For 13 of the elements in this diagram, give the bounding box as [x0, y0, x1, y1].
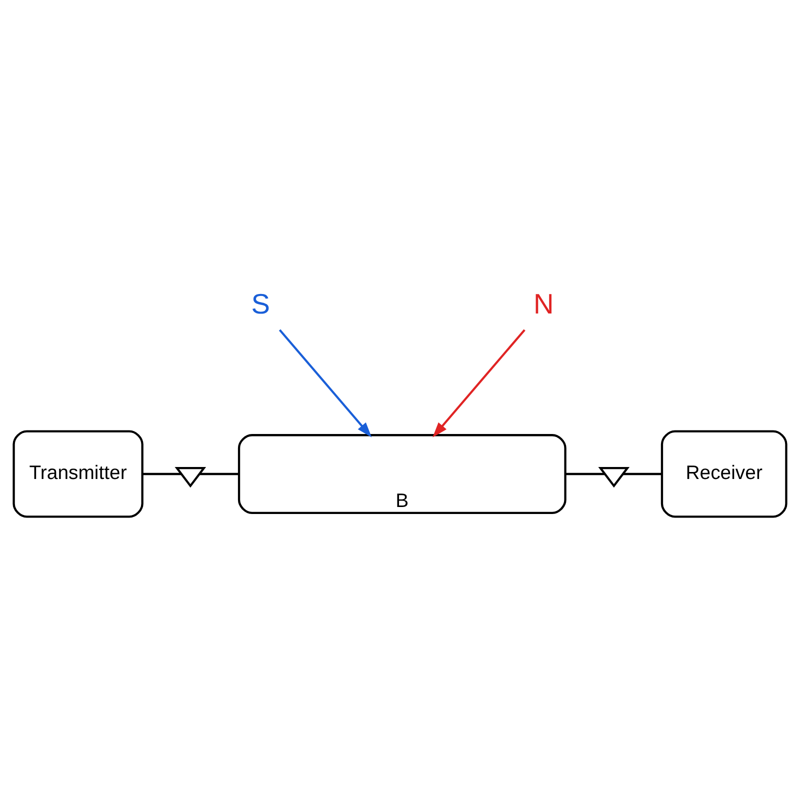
node-antenna	[598, 466, 630, 488]
node-text: S	[251, 288, 270, 320]
node-box: B	[238, 434, 566, 514]
arrow	[278, 329, 372, 438]
node-text: N	[534, 288, 554, 320]
node-box: Receiver	[660, 430, 788, 518]
node-antenna	[174, 466, 206, 488]
node-box: Transmitter	[12, 430, 144, 518]
connector	[142, 472, 182, 476]
arrow	[432, 329, 526, 438]
connector	[200, 472, 239, 476]
connector	[566, 472, 605, 476]
connector	[622, 472, 662, 476]
